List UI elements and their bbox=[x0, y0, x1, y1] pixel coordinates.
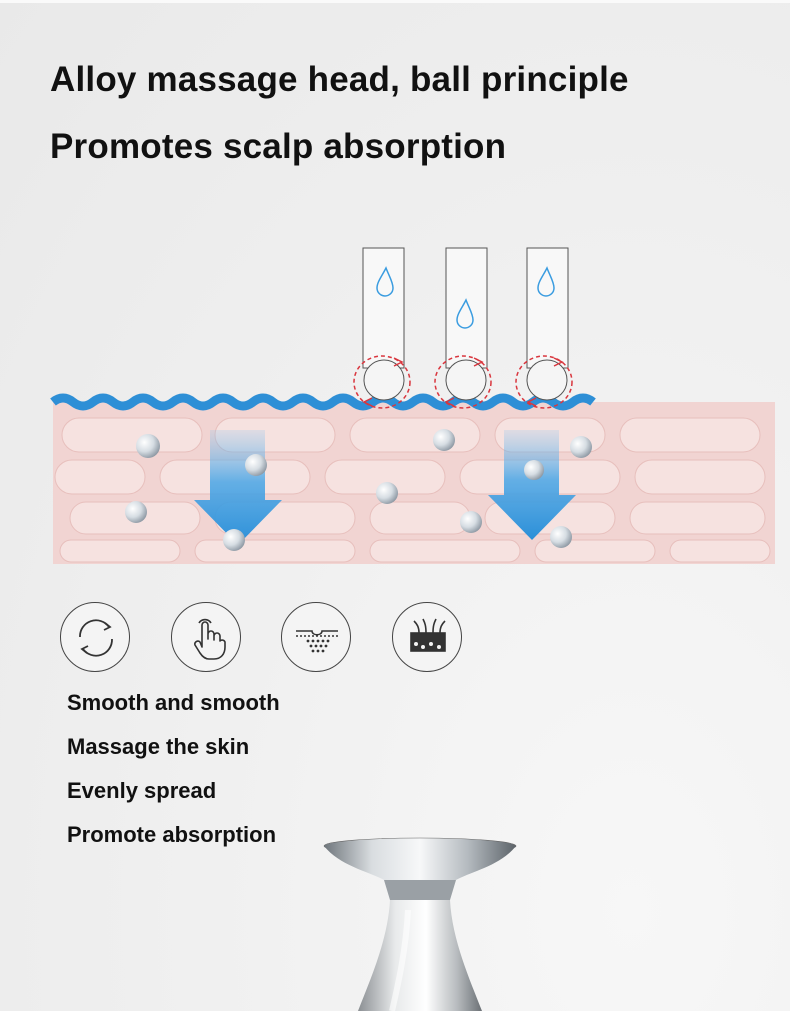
massage-device-image bbox=[323, 837, 517, 1011]
massage-head-1 bbox=[353, 247, 411, 409]
feature-item: Evenly spread bbox=[67, 778, 217, 803]
feature-item: Massage the skin bbox=[67, 734, 250, 759]
massage-head-3 bbox=[515, 247, 573, 409]
headline-line-1: Alloy massage head, ball principle bbox=[50, 60, 629, 99]
feature-item: Promote absorption bbox=[67, 822, 277, 847]
headline-line-2: Promotes scalp absorption bbox=[50, 127, 507, 166]
serum-droplets bbox=[125, 429, 592, 551]
hair-follicle-icon bbox=[392, 602, 462, 672]
scalp-absorption-illustration bbox=[50, 247, 775, 564]
massage-heads bbox=[353, 247, 573, 409]
skin-absorb-icon bbox=[281, 602, 351, 672]
skin-layer bbox=[53, 402, 775, 564]
feature-item: Smooth and smooth bbox=[67, 690, 280, 715]
massage-head-2 bbox=[434, 247, 492, 409]
rotate-arrows-icon bbox=[60, 602, 130, 672]
top-border bbox=[0, 0, 790, 3]
serum-wave bbox=[50, 393, 596, 411]
touch-hand-icon bbox=[171, 602, 241, 672]
absorption-arrow-right bbox=[488, 430, 576, 540]
